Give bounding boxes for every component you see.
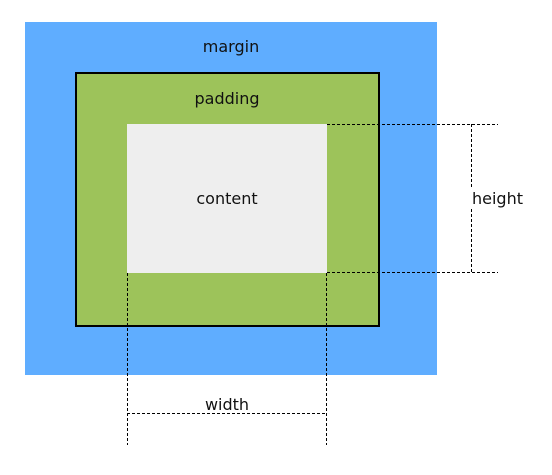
width-label: width bbox=[204, 395, 250, 414]
content-label: content bbox=[196, 189, 258, 208]
content-area bbox=[127, 124, 327, 273]
padding-label: padding bbox=[194, 89, 260, 108]
margin-label: margin bbox=[202, 37, 260, 56]
height-label: height bbox=[471, 189, 524, 209]
